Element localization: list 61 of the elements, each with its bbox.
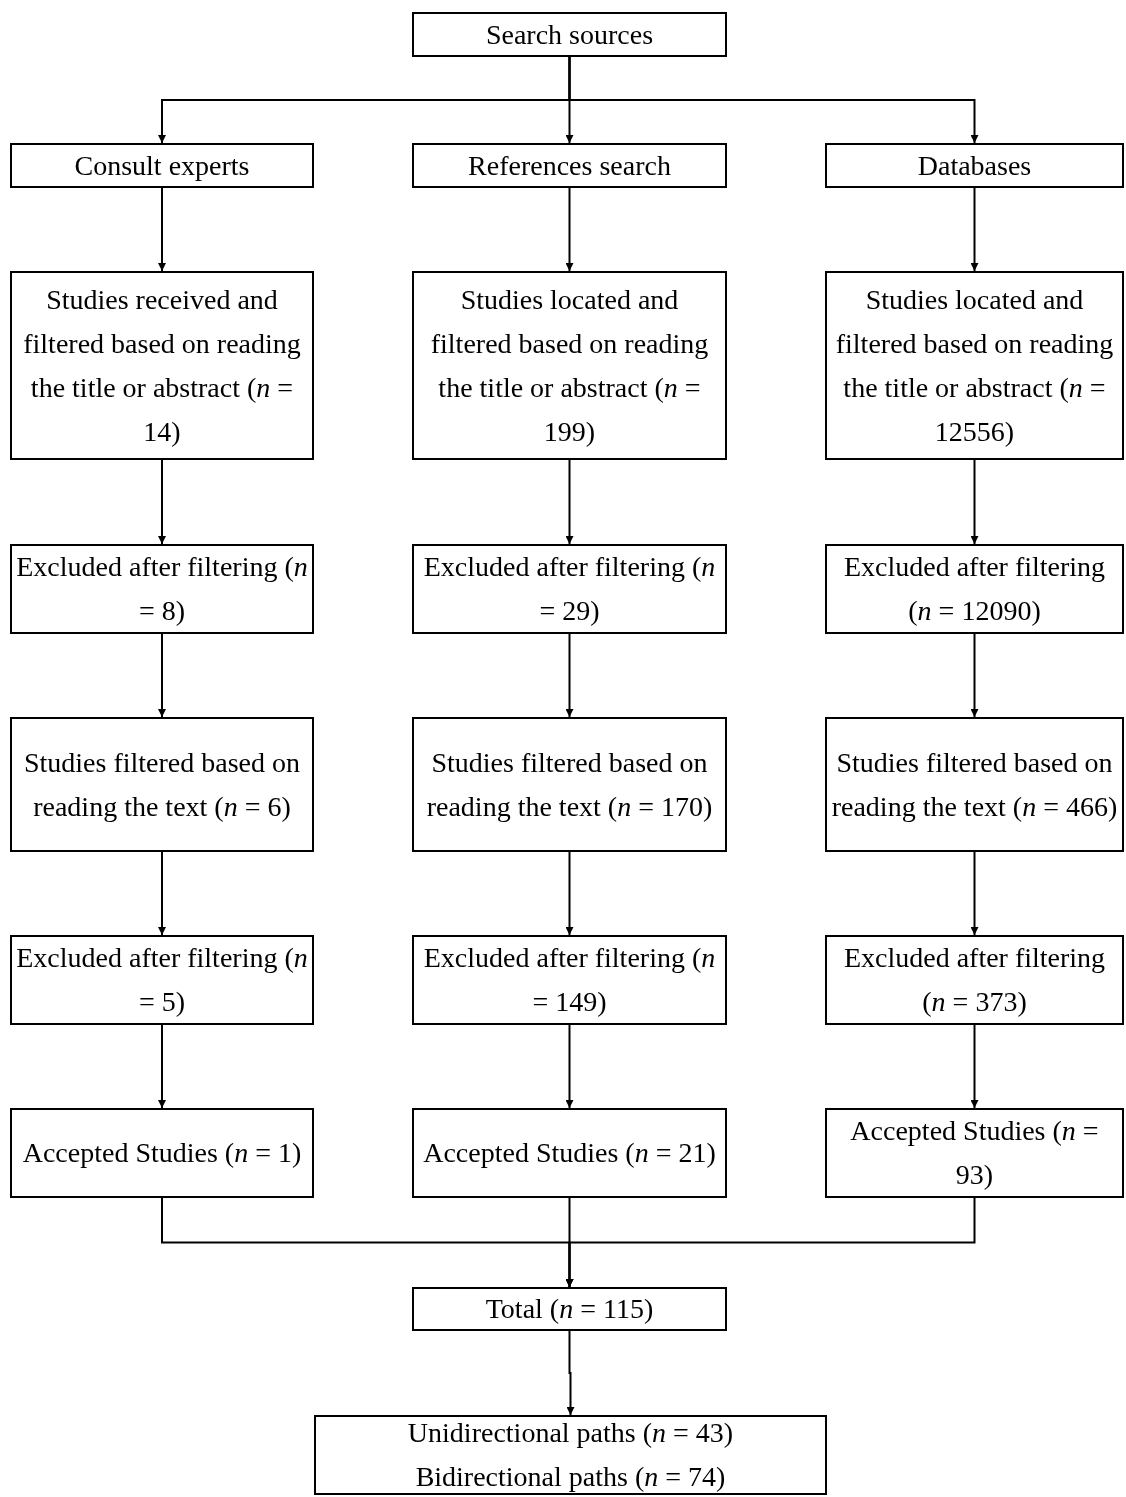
process-box <box>825 271 1124 460</box>
arrow <box>158 851 166 936</box>
box-text: Excluded after filtering (n = 5) <box>16 941 308 1019</box>
box-text: Accepted Studies (n = 93) <box>849 1114 1100 1192</box>
box-text: Studies filtered based on reading the text (n = 6) <box>22 745 302 824</box>
process-box <box>10 935 314 1025</box>
arrow <box>970 459 979 545</box>
box-text: Studies received and filtered based on reading the title or abstract (n = 14) <box>22 282 302 449</box>
arrow <box>158 459 166 545</box>
process-box <box>825 1108 1124 1198</box>
arrow <box>158 633 166 718</box>
arrow <box>566 1330 575 1416</box>
process-box <box>412 1108 727 1198</box>
arrow <box>970 1024 979 1109</box>
process-box <box>825 717 1124 852</box>
box-text: Excluded after filtering (n = 29) <box>422 550 717 628</box>
box-text: Studies filtered based on reading the text (n = 170) <box>425 745 714 824</box>
box-text: Studies located and filtered based on reading the title or abstract (n = 12556) <box>834 282 1115 449</box>
process-box <box>10 544 314 634</box>
box-text: Excluded after filtering (n = 373) <box>842 941 1107 1019</box>
process-box <box>825 935 1124 1025</box>
arrow <box>158 187 166 272</box>
process-box <box>412 935 727 1025</box>
box-text: References search <box>468 148 671 183</box>
box-text: Excluded after filtering (n = 8) <box>16 550 308 628</box>
arrow <box>568 56 979 144</box>
process-box <box>10 1108 314 1198</box>
process-box <box>825 544 1124 634</box>
box-text: Search sources <box>485 17 654 52</box>
box-text: Bidirectional paths (n = 74) <box>415 1460 726 1494</box>
process-box <box>412 143 727 188</box>
arrow <box>158 1024 166 1109</box>
box-text: Excluded after filtering (n = 149) <box>422 941 717 1019</box>
box-text: Accepted Studies (n = 21) <box>423 1136 716 1170</box>
process-box <box>825 143 1124 188</box>
process-box <box>10 143 314 188</box>
box-text: Studies located and filtered based on reading the title or abstract (n = 199) <box>429 282 710 449</box>
process-box <box>412 1287 727 1331</box>
arrow <box>565 851 574 936</box>
arrow <box>970 187 979 272</box>
box-text: Consult experts <box>74 148 250 183</box>
arrow <box>565 633 574 718</box>
box-text: Accepted Studies (n = 1) <box>22 1136 302 1170</box>
process-box <box>412 717 727 852</box>
arrow <box>565 1024 574 1109</box>
arrow <box>970 633 979 718</box>
process-box <box>412 271 727 460</box>
box-text: Excluded after filtering (n = 12090) <box>842 550 1107 628</box>
process-box <box>10 717 314 852</box>
arrow <box>565 459 574 545</box>
box-text: Databases <box>917 148 1032 183</box>
process-box <box>10 271 314 460</box>
arrow <box>565 1197 976 1288</box>
box-text: Total (n = 115) <box>485 1292 654 1326</box>
box-text: Unidirectional paths (n = 43) <box>407 1416 734 1450</box>
process-box <box>314 1415 827 1495</box>
box-text: Studies filtered based on reading the text (n = 466) <box>831 745 1118 824</box>
arrow <box>565 187 574 272</box>
process-box <box>412 544 727 634</box>
arrow <box>970 851 979 936</box>
process-box <box>412 12 727 57</box>
